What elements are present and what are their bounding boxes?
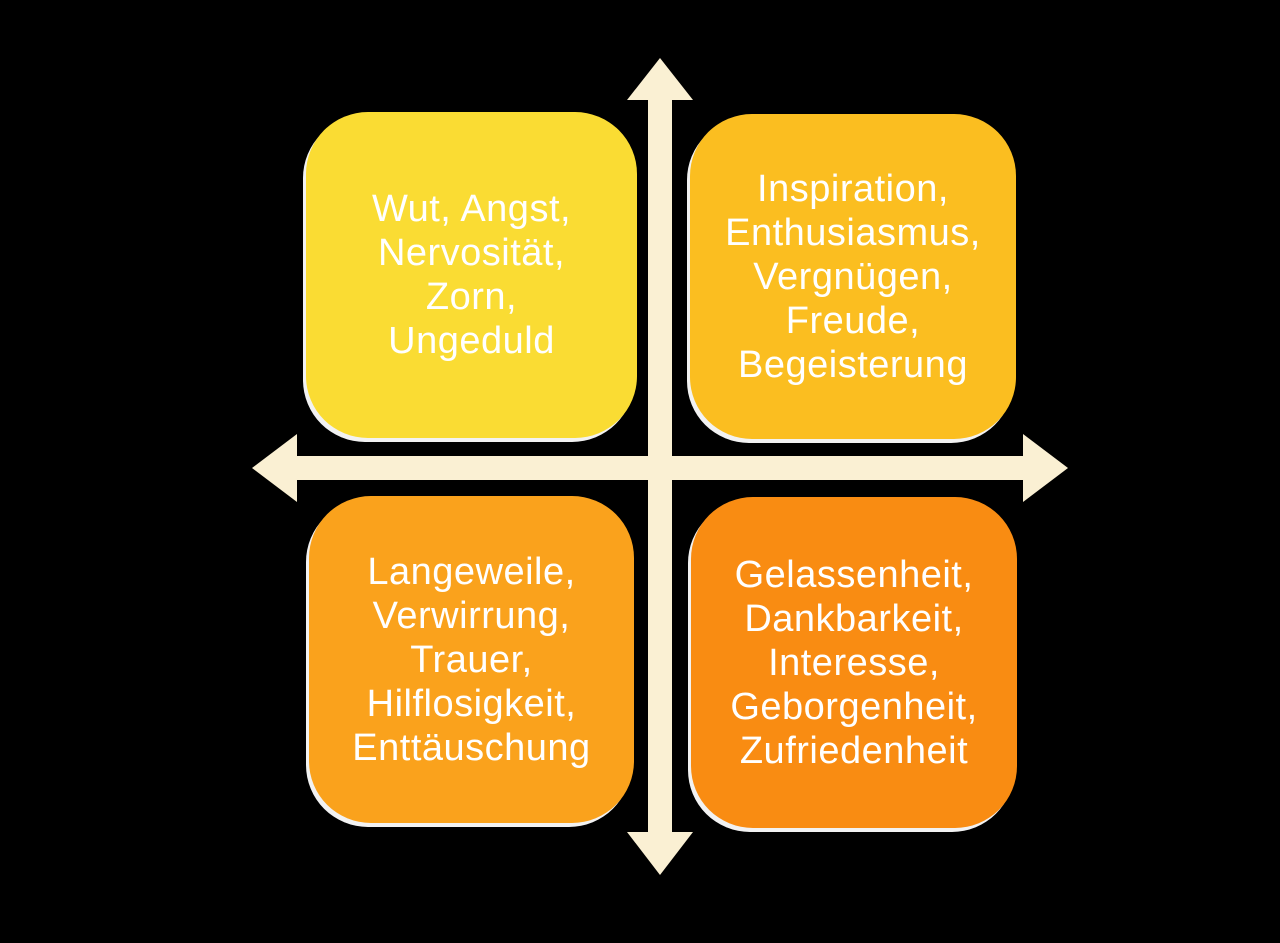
quadrant-bottom-left: Langeweile, Verwirrung, Trauer, Hilflosi… [309, 496, 634, 823]
quadrant-top-left: Wut, Angst, Nervosität, Zorn, Ungeduld [306, 112, 637, 438]
quadrant-bottom-right-label: Gelassenheit, Dankbarkeit, Interesse, Ge… [730, 553, 978, 772]
quadrant-top-left-label: Wut, Angst, Nervosität, Zorn, Ungeduld [371, 188, 572, 362]
arrow-left-icon [252, 434, 297, 502]
quadrant-top-right: Inspiration, Enthusiasmus, Vergnügen, Fr… [690, 114, 1016, 439]
arrow-right-icon [1023, 434, 1068, 502]
arrow-down-icon [627, 832, 693, 875]
quadrant-bottom-left-label: Langeweile, Verwirrung, Trauer, Hilflosi… [352, 550, 591, 769]
quadrant-bottom-right: Gelassenheit, Dankbarkeit, Interesse, Ge… [691, 497, 1017, 828]
horizontal-axis-line [292, 456, 1028, 480]
quadrant-top-right-label: Inspiration, Enthusiasmus, Vergnügen, Fr… [725, 167, 981, 386]
arrow-up-icon [627, 58, 693, 100]
